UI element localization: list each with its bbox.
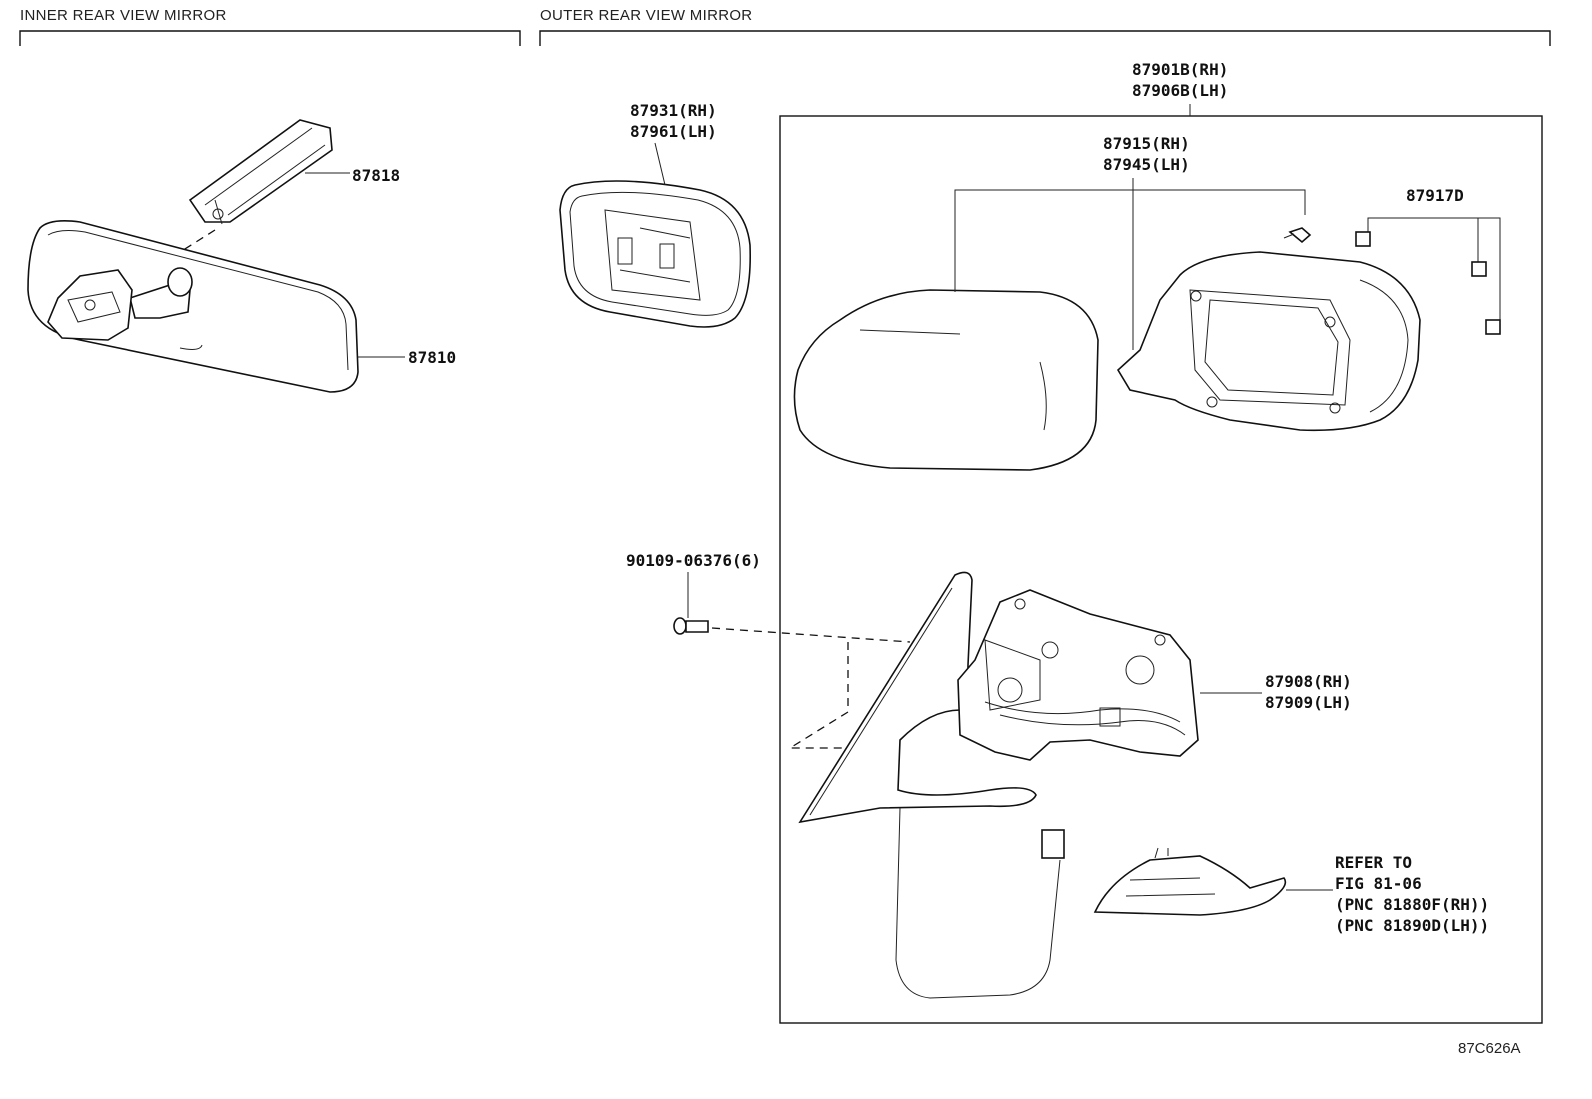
- mirror-housing-frame-part: [1116, 251, 1421, 432]
- mirror-actuator-part: [957, 589, 1199, 761]
- inner-section-bracket: [19, 30, 521, 46]
- bracket-87915: [954, 189, 1306, 292]
- label-87915: 87915(RH): [1103, 134, 1190, 153]
- mirror-glass-part: [559, 180, 752, 328]
- inner-mirror-section-title: INNER REAR VIEW MIRROR: [20, 7, 227, 24]
- clip-part-3: [1485, 319, 1501, 335]
- outer-section-bracket: [539, 30, 1551, 46]
- label-87909: 87909(LH): [1265, 693, 1352, 712]
- label-87961: 87961(LH): [630, 122, 717, 141]
- clip-part-2: [1471, 261, 1487, 277]
- label-87906B: 87906B(LH): [1132, 81, 1229, 100]
- label-87901B: 87901B(RH): [1132, 60, 1229, 79]
- label-87818: 87818: [352, 166, 401, 185]
- figure-code: 87C626A: [1458, 1040, 1521, 1057]
- outer-assembly-box: [779, 115, 1543, 1024]
- base-dash-line-1: [787, 642, 860, 749]
- label-87810: 87810: [408, 348, 457, 367]
- mirror-base-part: [798, 571, 1065, 999]
- bolt-dash-line: [711, 627, 911, 643]
- label-87917D: 87917D: [1406, 186, 1464, 205]
- label-90109: 90109-06376(6): [626, 551, 761, 570]
- leader-87931: [654, 142, 666, 186]
- inner-mirror-body-part: [27, 220, 359, 393]
- inner-mirror-bracket-part: [188, 119, 333, 225]
- label-87931: 87931(RH): [630, 101, 717, 120]
- cover-screw-part: [1283, 227, 1312, 244]
- outer-mirror-section-title: OUTER REAR VIEW MIRROR: [540, 7, 753, 24]
- refer-line-3: (PNC 81880F(RH)): [1335, 895, 1490, 914]
- refer-line-4: (PNC 81890D(LH)): [1335, 916, 1490, 935]
- mounting-bolt-part: [673, 617, 709, 635]
- clip-part-1: [1355, 231, 1371, 247]
- mirror-cover-part: [793, 289, 1099, 471]
- refer-line-2: FIG 81-06: [1335, 874, 1422, 893]
- bracket-87917D: [1367, 217, 1501, 322]
- label-87945: 87945(LH): [1103, 155, 1190, 174]
- refer-line-1: REFER TO: [1335, 853, 1413, 872]
- label-87908: 87908(RH): [1265, 672, 1352, 691]
- turn-signal-lamp-part: [1093, 847, 1287, 916]
